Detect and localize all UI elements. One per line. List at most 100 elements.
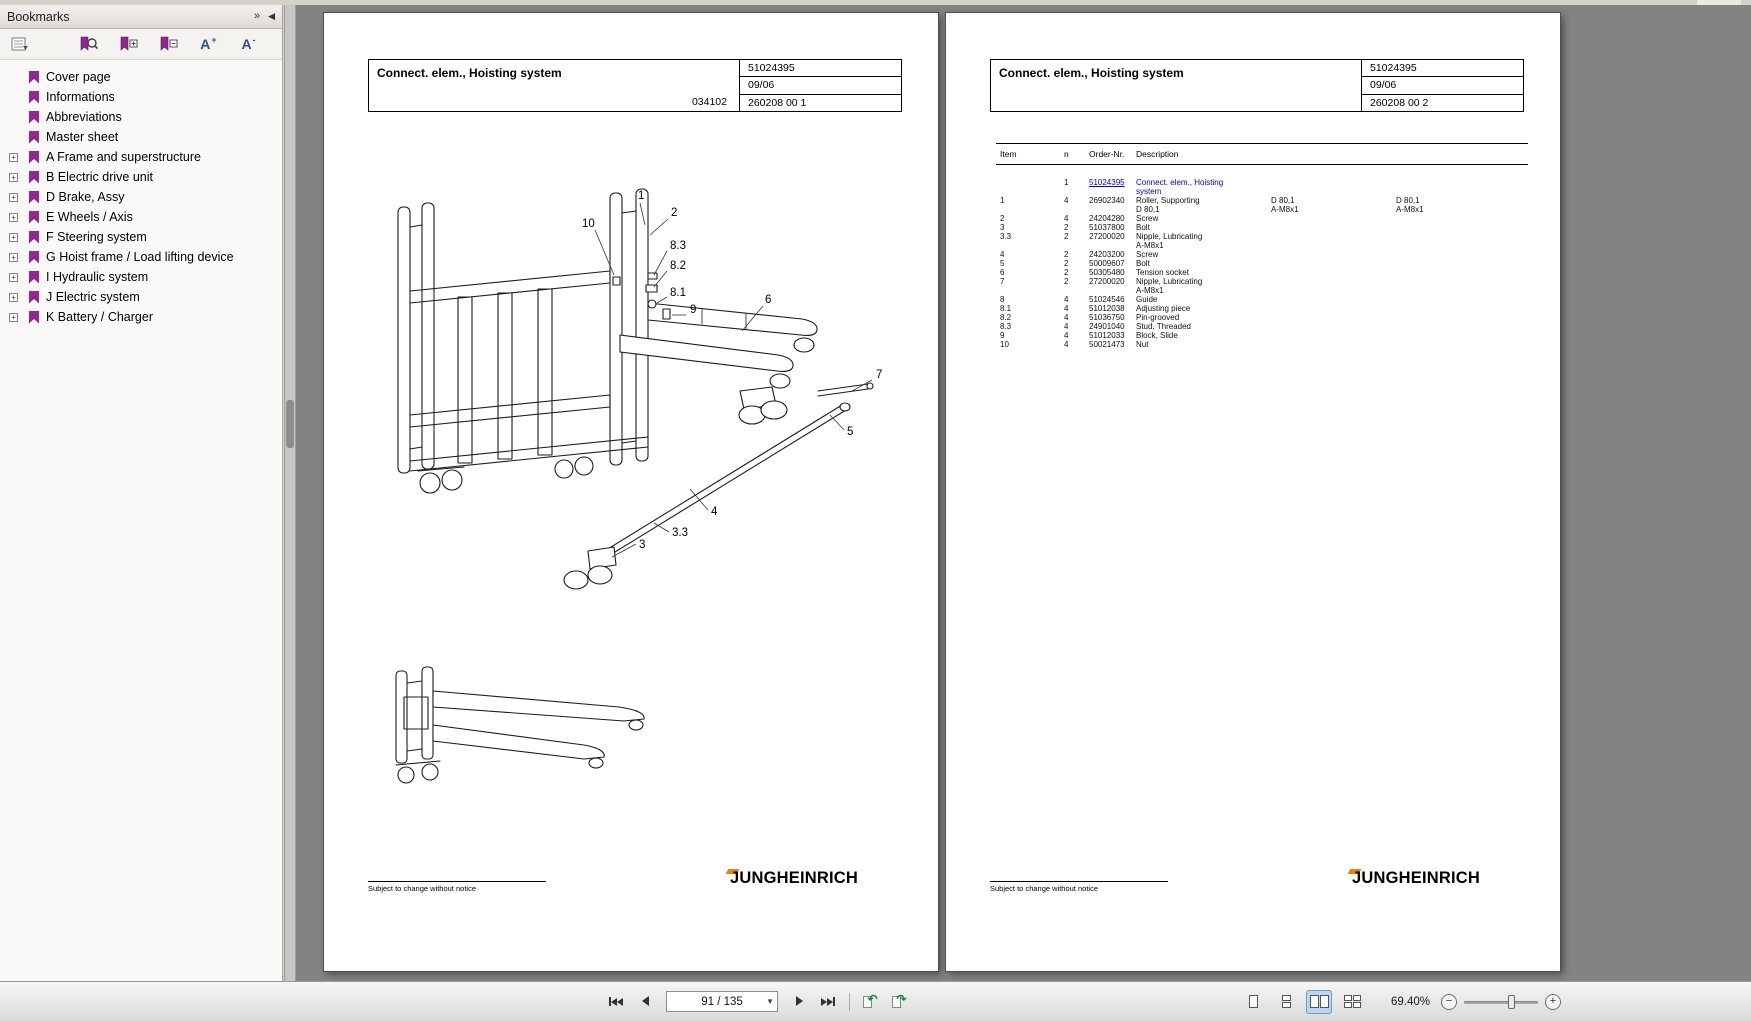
bookmark-item[interactable]: +Cover page [9,67,282,87]
bookmark-label: K Battery / Charger [46,310,153,324]
two-page-continuous-icon [1343,995,1361,1008]
expand-bookmark-toggle[interactable]: + [9,172,18,182]
zoom-slider-thumb[interactable] [1508,994,1515,1009]
bookmark-item[interactable]: +J Electric system [9,287,282,307]
page-left: Connect. elem., Hoisting system 034102 5… [324,13,938,971]
callout-number: 8.2 [670,260,686,272]
chevron-down-icon[interactable]: ▼ [766,997,774,1006]
bookmark-item[interactable]: + G Hoist frame / Load lifting device [9,247,282,267]
bookmark-label: D Brake, Assy [46,190,125,204]
callout-number: 3.3 [672,527,688,539]
bookmark-item[interactable]: +Abbreviations [9,107,282,127]
bookmark-icon [29,270,39,284]
bookmark-label: G Hoist frame / Load lifting device [46,250,234,264]
col-description: Description [1136,149,1179,159]
previous-page-button[interactable] [633,991,657,1013]
bookmark-label: Master sheet [46,130,119,144]
part-link[interactable]: 51024395 [1089,178,1125,187]
callout-number: 6 [765,294,771,306]
bookmark-options-icon[interactable] [8,33,32,55]
bookmark-icon [29,290,39,304]
date-code: 09/06 [740,77,901,95]
two-page-icon [1309,995,1329,1008]
callout-number: 9 [690,304,696,316]
callout-number: 5 [847,426,853,438]
continuous-view-button[interactable] [1273,990,1299,1014]
panel-options-icon[interactable]: » [253,10,261,22]
page-right: Connect. elem., Hoisting system 51024395… [946,13,1560,971]
collapse-all-bookmarks-icon[interactable] [156,33,180,55]
bookmark-item[interactable]: + D Brake, Assy [9,187,282,207]
bookmarks-toolbar: A+ A- [0,29,282,60]
expand-bookmark-toggle[interactable]: + [9,272,18,282]
footer-note: Subject to change without notice [368,881,588,893]
next-page-icon [795,994,803,1009]
bookmark-icon [29,110,39,124]
col-order-nr: Order-Nr. [1089,149,1125,159]
doc-number: 260208 00 1 [748,96,807,109]
bookmark-item[interactable]: + A Frame and superstructure [9,147,282,167]
bookmark-item[interactable]: +Master sheet [9,127,282,147]
bookmark-label: A Frame and superstructure [46,150,201,164]
expand-bookmark-toggle[interactable]: + [9,232,18,242]
bookmarks-panel: Bookmarks » ◀ [0,5,283,981]
zoom-out-button[interactable]: − [1441,993,1457,1010]
footer-rule [368,881,546,882]
bookmark-item[interactable]: +Informations [9,87,282,107]
col-item: Item [1000,149,1017,159]
expand-bookmark-toggle[interactable]: + [9,212,18,222]
footer-rule [990,881,1168,882]
single-page-view-button[interactable] [1240,990,1266,1014]
two-page-view-button[interactable] [1306,989,1332,1014]
first-page-button[interactable] [604,991,628,1013]
panel-splitter[interactable] [284,5,296,981]
bookmark-item[interactable]: + K Battery / Charger [9,307,282,327]
expand-all-bookmarks-icon[interactable] [116,33,140,55]
zoom-slider-track [1464,1000,1538,1004]
bookmark-item[interactable]: +E Wheels / Axis [9,207,282,227]
zoom-in-button[interactable]: + [1545,993,1561,1010]
page-icon [863,995,873,1008]
expand-bookmark-toggle[interactable]: + [9,312,18,322]
expand-bookmark-toggle[interactable]: + [9,252,18,262]
zoom-slider[interactable] [1464,993,1538,1011]
bookmark-icon [29,230,39,244]
decrease-text-size-icon[interactable]: A- [241,35,256,52]
bookmark-list: +Cover page+Informations+Abbreviations+M… [0,60,282,327]
expand-bookmark-toggle[interactable]: + [9,192,18,202]
expand-bookmark-toggle[interactable]: + [9,292,18,302]
footer-note: Subject to change without notice [990,881,1210,893]
last-page-icon [821,994,835,1009]
next-page-button[interactable] [787,991,811,1013]
status-bar: 91 / 135 ▼ ↶ ↷ [0,981,1751,1021]
two-page-continuous-view-button[interactable] [1339,990,1365,1014]
page-number-input[interactable]: 91 / 135 ▼ [666,991,778,1012]
callout-leader-lines [594,202,873,558]
bookmark-icon [29,70,39,84]
bookmark-item[interactable]: +B Electric drive unit [9,167,282,187]
callout-number: 3 [639,539,645,551]
toolbar-separator [849,992,850,1011]
expand-bookmark-toggle[interactable]: + [9,152,18,162]
last-page-button[interactable] [816,991,840,1013]
bookmark-item[interactable]: +I Hydraulic system [9,267,282,287]
next-view-button[interactable]: ↷ [888,991,912,1013]
continuous-pages-icon [1281,995,1291,1008]
panel-header: Bookmarks » ◀ [0,5,282,29]
previous-view-button[interactable]: ↶ [859,991,883,1013]
locate-bookmark-icon[interactable] [76,33,100,55]
collapse-panel-icon[interactable]: ◀ [268,11,275,21]
document-canvas: Connect. elem., Hoisting system 034102 5… [296,5,1751,981]
increase-text-size-icon[interactable]: A+ [200,35,217,52]
bookmark-item[interactable]: +F Steering system [9,227,282,247]
title-block: Connect. elem., Hoisting system 034102 5… [368,59,902,112]
scrollbar-thumb[interactable] [286,400,294,448]
